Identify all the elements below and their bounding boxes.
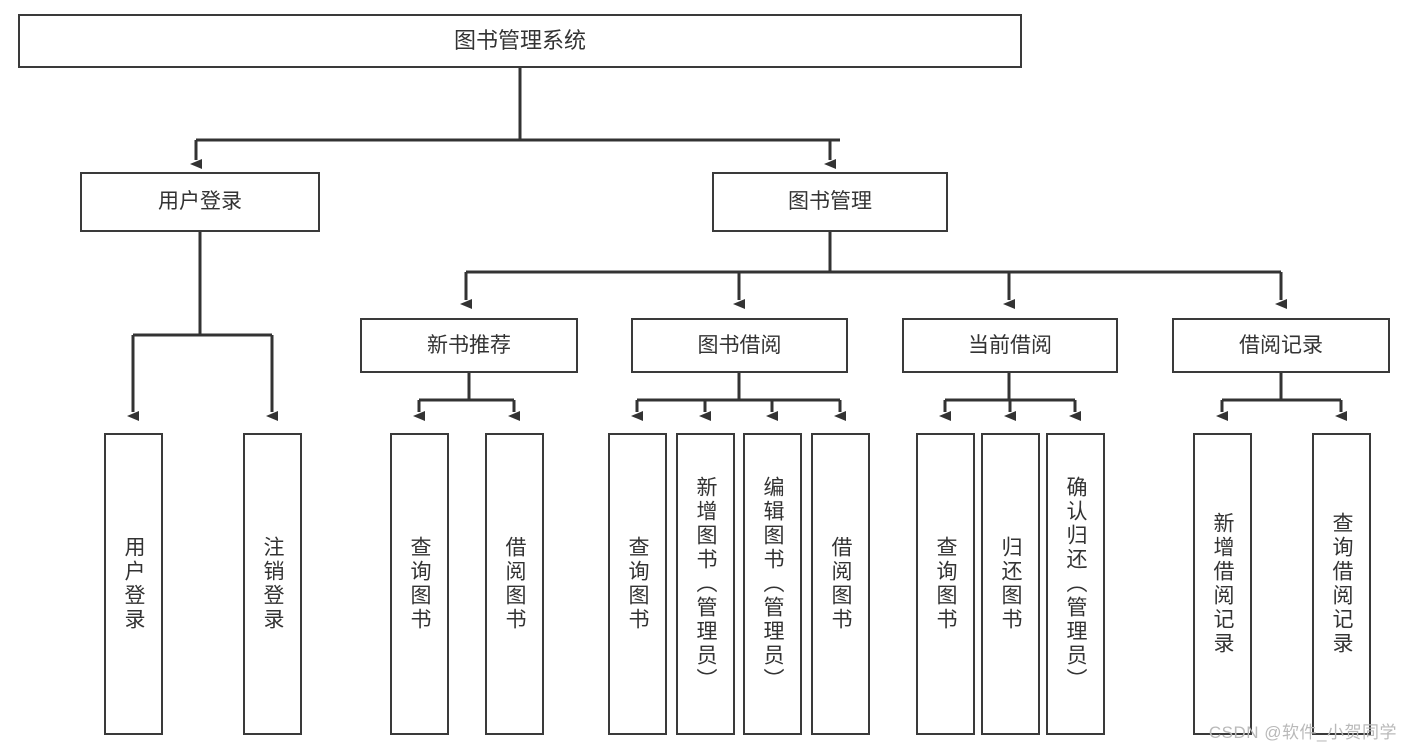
leaf-query-book-current[interactable]: 查询图书 bbox=[916, 433, 975, 735]
leaf-query-book-borrow[interactable]: 查询图书 bbox=[608, 433, 667, 735]
leaf-query-book-newbook-label: 查询图书 bbox=[408, 536, 431, 632]
leaf-logout[interactable]: 注销登录 bbox=[243, 433, 302, 735]
node-book-borrow[interactable]: 图书借阅 bbox=[631, 318, 848, 373]
leaf-add-borrow-record-label: 新增借阅记录 bbox=[1211, 512, 1234, 656]
leaf-query-book-newbook[interactable]: 查询图书 bbox=[390, 433, 449, 735]
leaf-add-book-admin[interactable]: 新增图书（管理员） bbox=[676, 433, 735, 735]
leaf-logout-label: 注销登录 bbox=[261, 536, 284, 632]
leaf-return-book-label: 归还图书 bbox=[999, 536, 1022, 632]
leaf-user-login[interactable]: 用户登录 bbox=[104, 433, 163, 735]
leaf-query-book-current-label: 查询图书 bbox=[934, 536, 957, 632]
node-user-login[interactable]: 用户登录 bbox=[80, 172, 320, 232]
node-book-management-label: 图书管理 bbox=[788, 190, 872, 214]
leaf-add-book-admin-label: 新增图书（管理员） bbox=[694, 476, 717, 692]
leaf-edit-book-admin[interactable]: 编辑图书（管理员） bbox=[743, 433, 802, 735]
csdn-watermark: CSDN @软件_小贺同学 bbox=[1208, 723, 1397, 742]
leaf-query-book-borrow-label: 查询图书 bbox=[626, 536, 649, 632]
leaf-confirm-return-admin-label: 确认归还（管理员） bbox=[1064, 476, 1087, 692]
node-borrow-record-label: 借阅记录 bbox=[1239, 333, 1323, 357]
leaf-query-borrow-record[interactable]: 查询借阅记录 bbox=[1312, 433, 1371, 735]
leaf-edit-book-admin-label: 编辑图书（管理员） bbox=[761, 476, 784, 692]
leaf-borrow-book-newbook-label: 借阅图书 bbox=[503, 536, 526, 632]
node-new-book-recommend[interactable]: 新书推荐 bbox=[360, 318, 578, 373]
node-root[interactable]: 图书管理系统 bbox=[18, 14, 1022, 68]
node-current-borrow-label: 当前借阅 bbox=[968, 333, 1052, 357]
node-book-management[interactable]: 图书管理 bbox=[712, 172, 948, 232]
node-root-label: 图书管理系统 bbox=[453, 27, 586, 53]
node-borrow-record[interactable]: 借阅记录 bbox=[1172, 318, 1390, 373]
node-user-login-label: 用户登录 bbox=[158, 190, 242, 214]
node-book-borrow-label: 图书借阅 bbox=[697, 333, 782, 357]
node-new-book-recommend-label: 新书推荐 bbox=[427, 333, 511, 357]
leaf-query-borrow-record-label: 查询借阅记录 bbox=[1330, 512, 1353, 656]
leaf-return-book[interactable]: 归还图书 bbox=[981, 433, 1040, 735]
leaf-borrow-book[interactable]: 借阅图书 bbox=[811, 433, 870, 735]
leaf-borrow-book-newbook[interactable]: 借阅图书 bbox=[485, 433, 544, 735]
node-current-borrow[interactable]: 当前借阅 bbox=[902, 318, 1118, 373]
leaf-confirm-return-admin[interactable]: 确认归还（管理员） bbox=[1046, 433, 1105, 735]
leaf-user-login-label: 用户登录 bbox=[122, 536, 145, 632]
leaf-borrow-book-label: 借阅图书 bbox=[829, 536, 852, 632]
leaf-add-borrow-record[interactable]: 新增借阅记录 bbox=[1193, 433, 1252, 735]
